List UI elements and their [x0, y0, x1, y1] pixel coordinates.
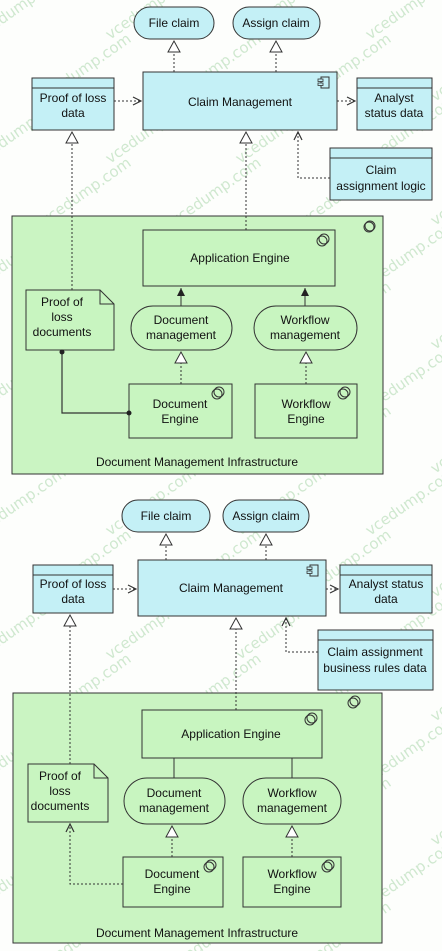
document-management-line-1: Document [154, 313, 209, 327]
system-software-icon [316, 235, 328, 247]
system-software-icon [304, 714, 316, 726]
document-engine-line-1: Document [145, 867, 200, 881]
workflow-management-line-1: Workflow [280, 313, 329, 327]
workflow-engine-line-1: Workflow [281, 397, 330, 411]
system-software-workflow-engine[interactable]: Workflow Engine [254, 383, 358, 439]
infrastructure-label: Document Management Infrastructure [96, 926, 298, 940]
diagram-1: Document Management Infrastructure File … [11, 6, 433, 475]
document-engine-line-2: Engine [161, 412, 199, 426]
artifact-proof-of-loss-documents[interactable]: Proof of loss documents [25, 289, 115, 351]
data-claim-assignment[interactable]: Claim assignment logic [329, 147, 433, 201]
infrastructure-label: Document Management Infrastructure [96, 455, 298, 469]
diagram-2: Document Management Infrastructure File … [12, 499, 434, 944]
system-software-icon [203, 861, 215, 873]
claim-management-label: Claim Management [179, 581, 284, 595]
claim-assignment-line-1: Claim [366, 163, 397, 177]
service-document-management[interactable]: Document management [123, 777, 226, 825]
document-engine-line-1: Document [153, 397, 208, 411]
system-software-icon [211, 388, 223, 400]
data-analyst-status[interactable]: Analyst status data [339, 564, 433, 614]
claim-assignment-line-2: assignment logic [336, 179, 425, 193]
system-software-document-engine[interactable]: Document Engine [122, 856, 224, 908]
proof-documents-line-3: documents [33, 325, 92, 339]
system-software-icon [321, 861, 333, 873]
application-engine-label: Application Engine [190, 251, 290, 265]
proof-of-loss-data-line-1: Proof of loss [40, 91, 107, 105]
access-assignment-to-claim [286, 618, 318, 653]
system-software-workflow-engine[interactable]: Workflow Engine [242, 856, 342, 908]
claim-management-label: Claim Management [188, 95, 293, 109]
application-engine-label: Application Engine [181, 727, 281, 741]
analyst-status-line-1: Analyst status [349, 577, 424, 591]
artifact-proof-of-loss-documents[interactable]: Proof of loss documents [27, 763, 109, 823]
access-docengine-to-documents [70, 824, 123, 885]
assign-claim-label: Assign claim [232, 509, 299, 523]
analyst-status-line-1: Analyst [374, 91, 414, 105]
analyst-status-line-2: status data [365, 106, 424, 120]
workflow-engine-line-2: Engine [287, 412, 325, 426]
file-claim-label: File claim [149, 16, 200, 30]
proof-documents-line-3: documents [31, 799, 90, 813]
proof-of-loss-data-line-2: data [61, 592, 85, 606]
analyst-status-line-2: data [374, 592, 398, 606]
proof-documents-line-2: loss [51, 310, 72, 324]
service-workflow-management[interactable]: Workflow management [253, 305, 358, 351]
proof-of-loss-data-line-2: data [61, 106, 85, 120]
system-software-application-engine[interactable]: Application Engine [142, 229, 336, 287]
node-icon [347, 697, 359, 709]
component-icon [317, 76, 330, 89]
data-proof-of-loss[interactable]: Proof of loss data [32, 564, 114, 614]
workflow-engine-line-2: Engine [273, 882, 311, 896]
watermark-text: vcedump.com [427, 898, 442, 951]
node-icon [363, 221, 375, 233]
proof-documents-line-1: Proof of [39, 769, 82, 783]
document-management-line-2: management [139, 801, 210, 815]
workflow-management-line-2: management [257, 801, 328, 815]
data-analyst-status[interactable]: Analyst status data [356, 77, 433, 131]
workflow-management-line-1: Workflow [267, 786, 316, 800]
workflow-engine-line-1: Workflow [267, 867, 316, 881]
file-claim-label: File claim [141, 509, 192, 523]
document-engine-line-2: Engine [153, 882, 191, 896]
access-assignment-to-claim [298, 132, 330, 179]
component-claim-management[interactable]: Claim Management [142, 71, 338, 131]
service-file-claim[interactable]: File claim [133, 6, 215, 40]
watermark-text: vcedump.com [427, 278, 442, 354]
watermark-text: vcedump.com [0, 464, 69, 540]
claim-assignment-line-1: Claim assignment [327, 645, 423, 659]
relationships-1 [59, 39, 355, 416]
relationships-2 [63, 532, 338, 885]
document-management-line-1: Document [147, 786, 202, 800]
assign-claim-label: Assign claim [242, 16, 309, 30]
document-management-line-2: management [146, 328, 217, 342]
proof-of-loss-data-line-1: Proof of loss [40, 577, 107, 591]
watermark-text: vcedump.com [0, 0, 69, 43]
system-software-icon [337, 388, 349, 400]
service-file-claim[interactable]: File claim [121, 499, 211, 533]
assignment-documents-to-docengine [59, 349, 132, 416]
workflow-management-line-2: management [270, 328, 341, 342]
data-claim-assignment[interactable]: Claim assignment business rules data [317, 629, 434, 691]
system-software-application-engine[interactable]: Application Engine [141, 709, 323, 759]
component-icon [306, 564, 319, 577]
watermark-text: vcedump.com [427, 402, 442, 478]
service-assign-claim[interactable]: Assign claim [232, 6, 321, 40]
proof-documents-line-1: Proof of [41, 295, 84, 309]
service-document-management[interactable]: Document management [130, 305, 233, 351]
data-proof-of-loss[interactable]: Proof of loss data [31, 77, 115, 131]
claim-assignment-line-2: business rules data [323, 661, 427, 675]
system-software-document-engine[interactable]: Document Engine [128, 383, 233, 439]
component-claim-management[interactable]: Claim Management [137, 559, 327, 617]
proof-documents-line-2: loss [49, 784, 70, 798]
watermark-text: vcedump.com [427, 774, 442, 850]
service-assign-claim[interactable]: Assign claim [222, 499, 310, 533]
service-workflow-management[interactable]: Workflow management [242, 777, 342, 825]
watermark-text: vcedump.com [362, 464, 442, 540]
